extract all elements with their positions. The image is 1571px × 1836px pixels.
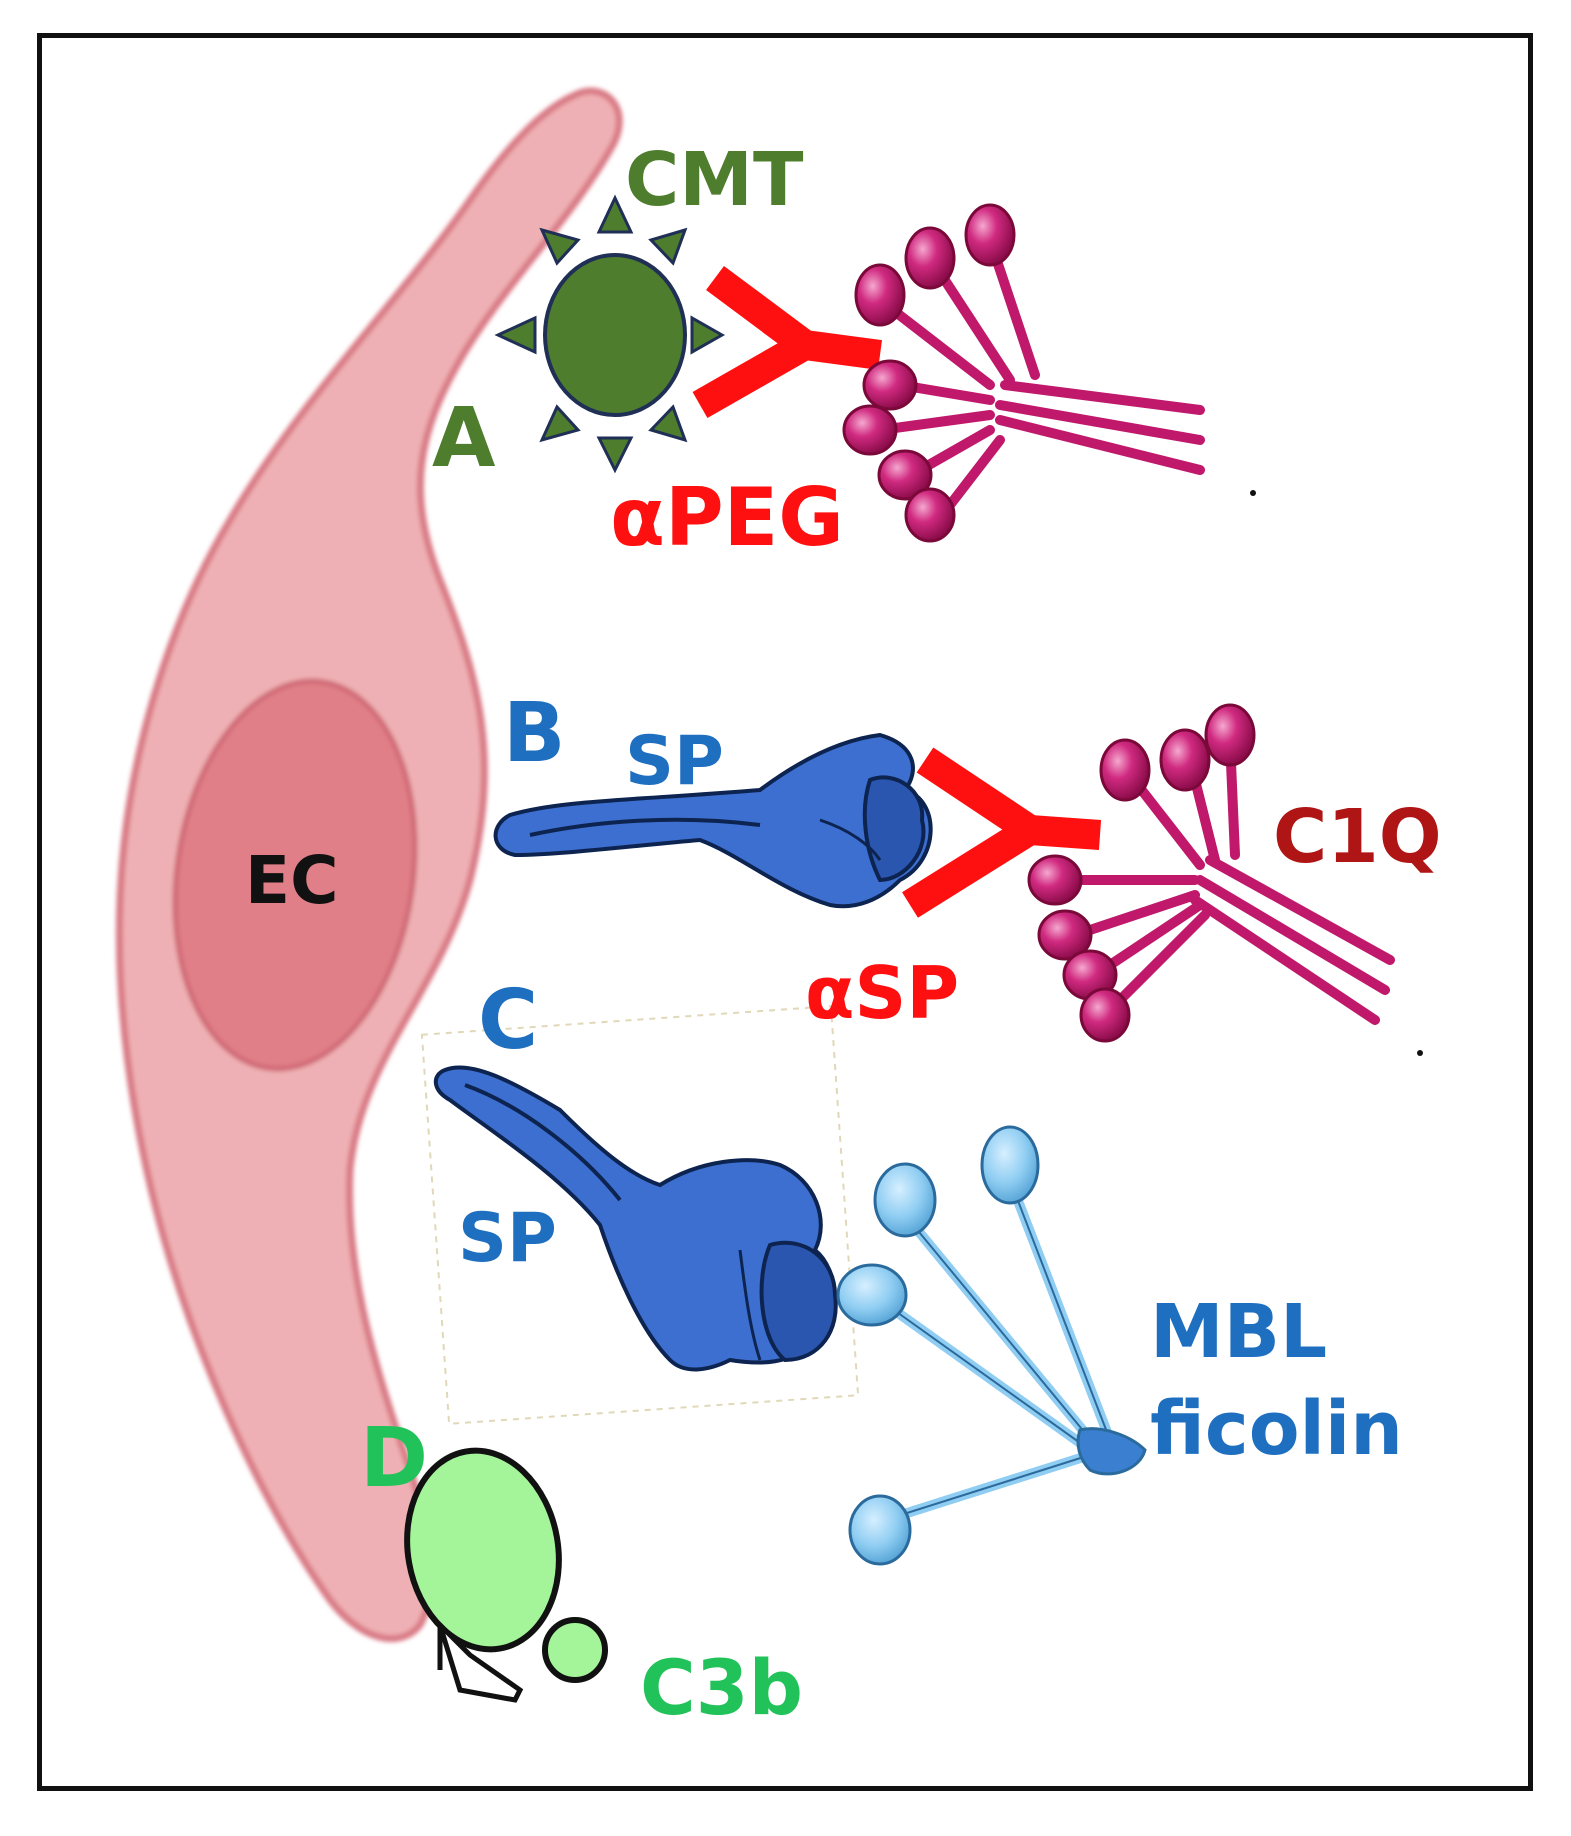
dot-marker xyxy=(1417,1050,1423,1056)
c1q-molecule-b xyxy=(1027,703,1395,1043)
asp-label: αSP xyxy=(805,951,960,1035)
asp-antibody xyxy=(902,747,1102,918)
section-b-label: B xyxy=(503,686,566,781)
cmt-label: CMT xyxy=(625,137,804,223)
apeg-label: αPEG xyxy=(610,471,844,564)
c3b-molecule xyxy=(404,1447,608,1703)
c1q-label: C1Q xyxy=(1273,794,1442,880)
section-c-label: C xyxy=(478,973,539,1068)
c1q-molecule-a xyxy=(842,203,1205,543)
cmt-particle xyxy=(494,194,726,474)
apeg-antibody xyxy=(692,265,882,419)
mbl-ficolin-molecule xyxy=(836,1125,1147,1566)
sp-dashed-box xyxy=(420,1005,860,1425)
sp-label-b: SP xyxy=(625,722,724,801)
mbl-label: MBL xyxy=(1150,1289,1328,1375)
sp-protein-c xyxy=(433,1065,838,1372)
c3b-label: C3b xyxy=(640,1643,804,1732)
dot-marker xyxy=(1250,490,1256,496)
section-a-label: A xyxy=(432,391,496,486)
sp-protein-b xyxy=(493,732,933,909)
sp-label-c: SP xyxy=(458,1199,557,1278)
ficolin-label: ficolin xyxy=(1150,1386,1403,1472)
nucleus xyxy=(172,678,418,1072)
ec-label: EC xyxy=(245,842,339,919)
section-d-label: D xyxy=(360,1411,429,1506)
